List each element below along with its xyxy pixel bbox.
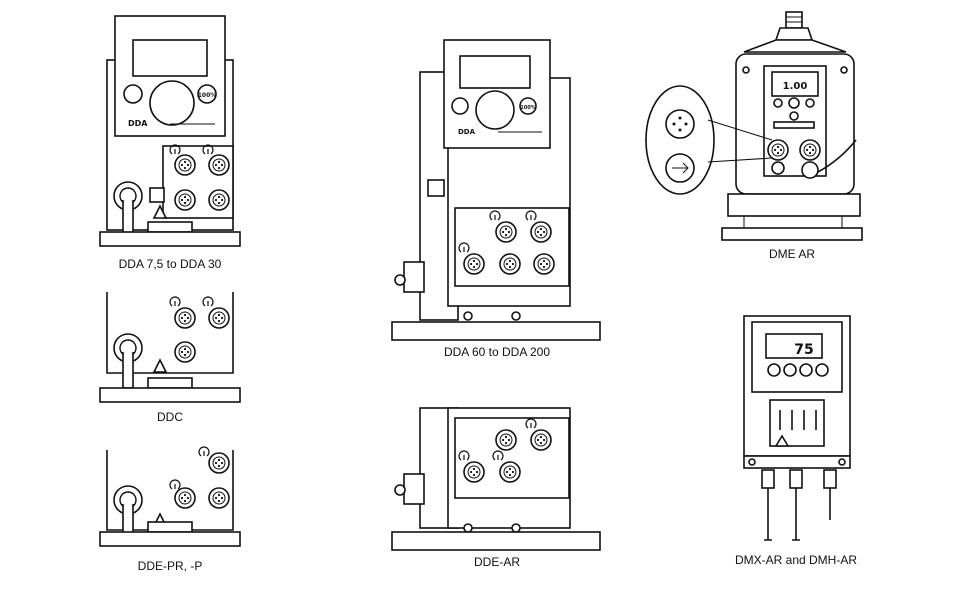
pump-dde-pr-p [99, 446, 241, 547]
button-100-label: 100% [520, 105, 535, 111]
socket-icon [174, 154, 196, 176]
dda-brand-label: DDA [458, 128, 476, 136]
pump-dda-60-to-200: 100% DDA [391, 39, 601, 341]
dda-brand-label: DDA [128, 119, 148, 128]
socket-icon [499, 253, 521, 275]
caption-dda-7-5-to-30: DDA 7,5 to DDA 30 [118, 257, 222, 271]
socket-icon [174, 341, 196, 363]
caption-dde-ar: DDE-AR [473, 555, 521, 569]
pump-dme-ar: 1.00 [645, 11, 863, 241]
caption-dda-60-to-200: DDA 60 to DDA 200 [443, 345, 551, 359]
socket-icon [208, 154, 230, 176]
socket-icon [495, 429, 517, 451]
socket-icon [463, 253, 485, 275]
dmx-display-value: 75 [794, 342, 813, 358]
socket-icon [463, 461, 485, 483]
connector-zoom-callout [645, 85, 715, 195]
socket-icon [530, 429, 552, 451]
hose-connector [113, 333, 143, 389]
socket-icon [767, 139, 789, 161]
socket-icon [174, 487, 196, 509]
caption-ddc: DDC [157, 410, 183, 424]
warning-icon [152, 358, 168, 373]
socket-icon [499, 461, 521, 483]
pump-dda-7-5-to-30: 100% DDA [99, 15, 241, 247]
caption-dmx-ar-dmh-ar: DMX-AR and DMH-AR [734, 553, 858, 567]
socket-icon [208, 487, 230, 509]
dme-display-value: 1.00 [783, 81, 808, 92]
socket-icon [495, 221, 517, 243]
pump-ddc [99, 292, 241, 403]
pump-dde-ar [391, 407, 601, 551]
caption-dde-pr-p: DDE-PR, -P [137, 559, 203, 573]
pump-dmx-ar-dmh-ar: 75 [743, 315, 851, 541]
button-100-label: 100% [198, 92, 217, 99]
socket-icon [533, 253, 555, 275]
socket-icon [208, 307, 230, 329]
warning-icon [774, 434, 790, 447]
socket-icon [174, 189, 196, 211]
caption-dme-ar: DME AR [768, 247, 816, 261]
socket-icon [208, 452, 230, 474]
socket-icon [799, 139, 821, 161]
warning-icon [152, 204, 168, 219]
socket-icon [530, 221, 552, 243]
socket-icon [208, 189, 230, 211]
socket-icon [174, 307, 196, 329]
